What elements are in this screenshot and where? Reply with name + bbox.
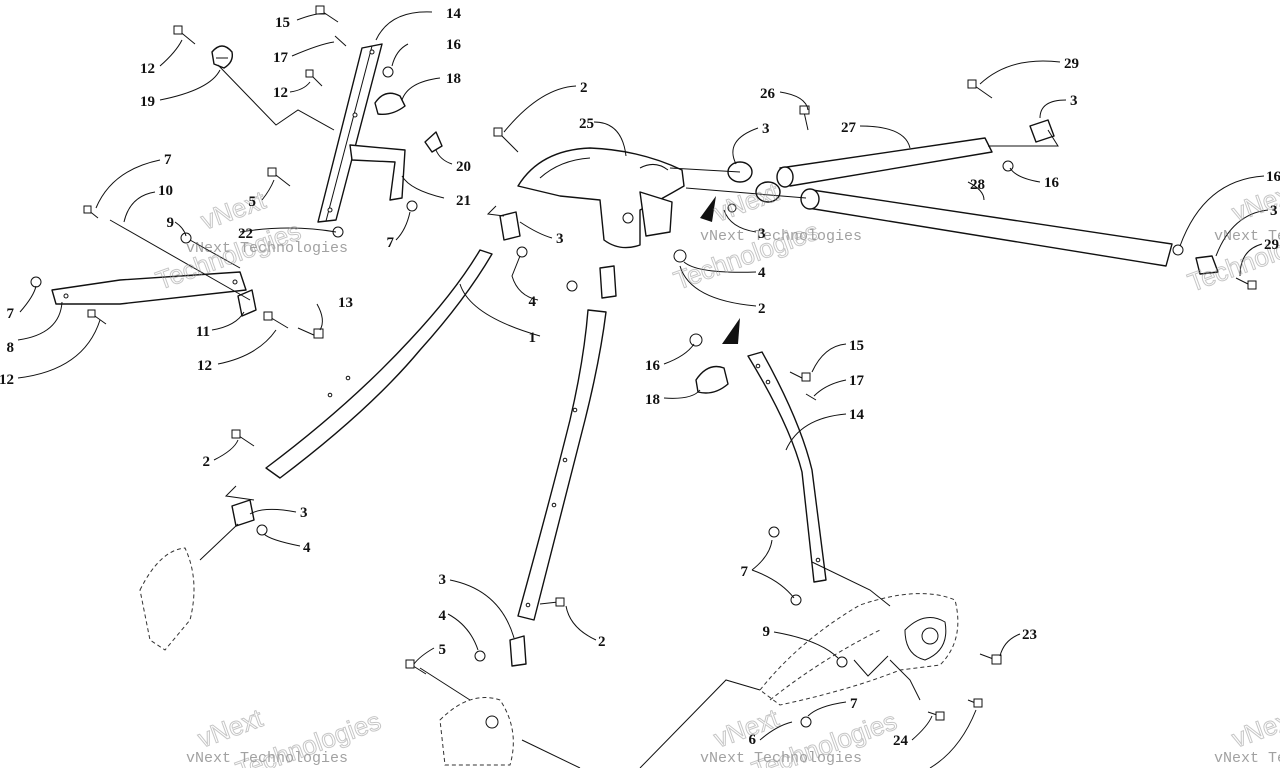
callout-label: 12 — [197, 358, 212, 374]
callout-label: 18 — [645, 392, 660, 408]
watermark-line1: vNext — [710, 176, 783, 227]
watermark-text: vNext Technologies — [700, 228, 862, 245]
callout-label: 3 — [758, 226, 766, 242]
callout-label: 3 — [1270, 203, 1278, 219]
callout-label: 13 — [338, 295, 353, 311]
pointer-arrow-lower — [722, 318, 740, 344]
callout-label: 15 — [849, 338, 864, 354]
watermark-text: vNext Technologies — [700, 750, 862, 767]
callout-label: 7 — [850, 696, 858, 712]
callout-label: 16 — [1044, 175, 1060, 191]
bottom-center-frame-part — [439, 697, 514, 766]
callout-label: 28 — [970, 177, 985, 193]
callout-label: 2 — [598, 634, 606, 650]
callout-label: 7 — [387, 235, 395, 251]
callout-label: 5 — [249, 194, 257, 210]
callout-label: 3 — [1070, 93, 1078, 109]
callout-label: 10 — [158, 183, 173, 199]
callout-label: 12 — [140, 61, 155, 77]
callout-label: 20 — [456, 159, 471, 175]
callout-label: 4 — [758, 265, 766, 281]
callout-label: 4 — [303, 540, 311, 556]
callout-label: 23 — [1022, 627, 1037, 643]
bracket-20-part — [424, 131, 443, 153]
tube-28-part — [800, 188, 1173, 267]
tube-1-part — [265, 249, 493, 479]
callout-label: 24 — [893, 733, 909, 749]
callout-label: 14 — [446, 6, 462, 22]
clamp-19-part — [211, 45, 234, 69]
upper-hub-part — [517, 147, 685, 249]
callout-label: 4 — [529, 294, 537, 310]
callout-label: 6 — [749, 732, 757, 748]
callout-label: 7 — [164, 152, 172, 168]
watermark-line1: vNext — [194, 702, 267, 753]
callout-label: 3 — [300, 505, 308, 521]
callout-label: 15 — [275, 15, 290, 31]
lower-left-frame-part — [139, 547, 195, 651]
watermark-line1: vNext — [710, 702, 783, 753]
right-bracket-part — [695, 351, 827, 583]
callout-label: 29 — [1064, 56, 1079, 72]
callout-label: 2 — [580, 80, 588, 96]
callout-label: 22 — [238, 226, 253, 242]
tube-27-part — [776, 137, 993, 188]
callout-label: 11 — [196, 324, 210, 340]
callout-label: 26 — [760, 86, 776, 102]
watermark-text: vNext Technologies — [1214, 750, 1280, 767]
callout-label: 7 — [741, 564, 749, 580]
callout-label: 3 — [556, 231, 564, 247]
callout-label: 3 — [439, 572, 447, 588]
callout-label: 8 — [7, 340, 15, 356]
callout-label: 17 — [849, 373, 865, 389]
callout-label: 21 — [456, 193, 471, 209]
callout-label: 27 — [841, 120, 857, 136]
fasteners — [30, 5, 1257, 728]
left-crossbar-part — [51, 271, 257, 317]
watermark-text: vNext Technologies — [186, 750, 348, 767]
callout-label: 2 — [203, 454, 211, 470]
callout-label: 18 — [446, 71, 461, 87]
leader-lines — [17, 11, 1269, 768]
watermark-line1: vNext — [1228, 702, 1280, 753]
clamp-18-part — [374, 92, 406, 116]
callout-label: 16 — [1266, 169, 1280, 185]
callout-label: 29 — [1264, 237, 1279, 253]
callout-label: 16 — [645, 358, 661, 374]
lower-right-frame-part — [759, 593, 959, 706]
watermark: vNext Technologies vNext Technologies vN… — [151, 176, 1280, 768]
callout-label: 4 — [439, 608, 447, 624]
callout-label: 17 — [273, 50, 289, 66]
callout-label: 2 — [758, 301, 766, 317]
callout-label: 9 — [167, 215, 175, 231]
tube-center-part — [517, 309, 607, 621]
callout-label: 5 — [439, 642, 447, 658]
callout-label: 25 — [579, 116, 594, 132]
upper-left-bracket-part — [317, 43, 406, 223]
watermark-text: vNext Technologies — [186, 240, 348, 257]
callout-label: 1 — [529, 330, 537, 346]
callout-labels: 15 14 12 17 16 19 12 18 20 5 21 7 22 7 1… — [0, 6, 1280, 749]
callout-label: 3 — [762, 121, 770, 137]
pointer-arrow-upper — [700, 196, 716, 222]
callout-label: 9 — [763, 624, 771, 640]
callout-label: 16 — [446, 37, 462, 53]
watermark-text: vNext Technologies — [1214, 228, 1280, 245]
callout-label: 12 — [273, 85, 288, 101]
cap-3-parts — [231, 119, 1219, 667]
callout-label: 7 — [7, 306, 15, 322]
callout-label: 19 — [140, 94, 155, 110]
callout-label: 12 — [0, 372, 14, 388]
callout-label: 14 — [849, 407, 865, 423]
